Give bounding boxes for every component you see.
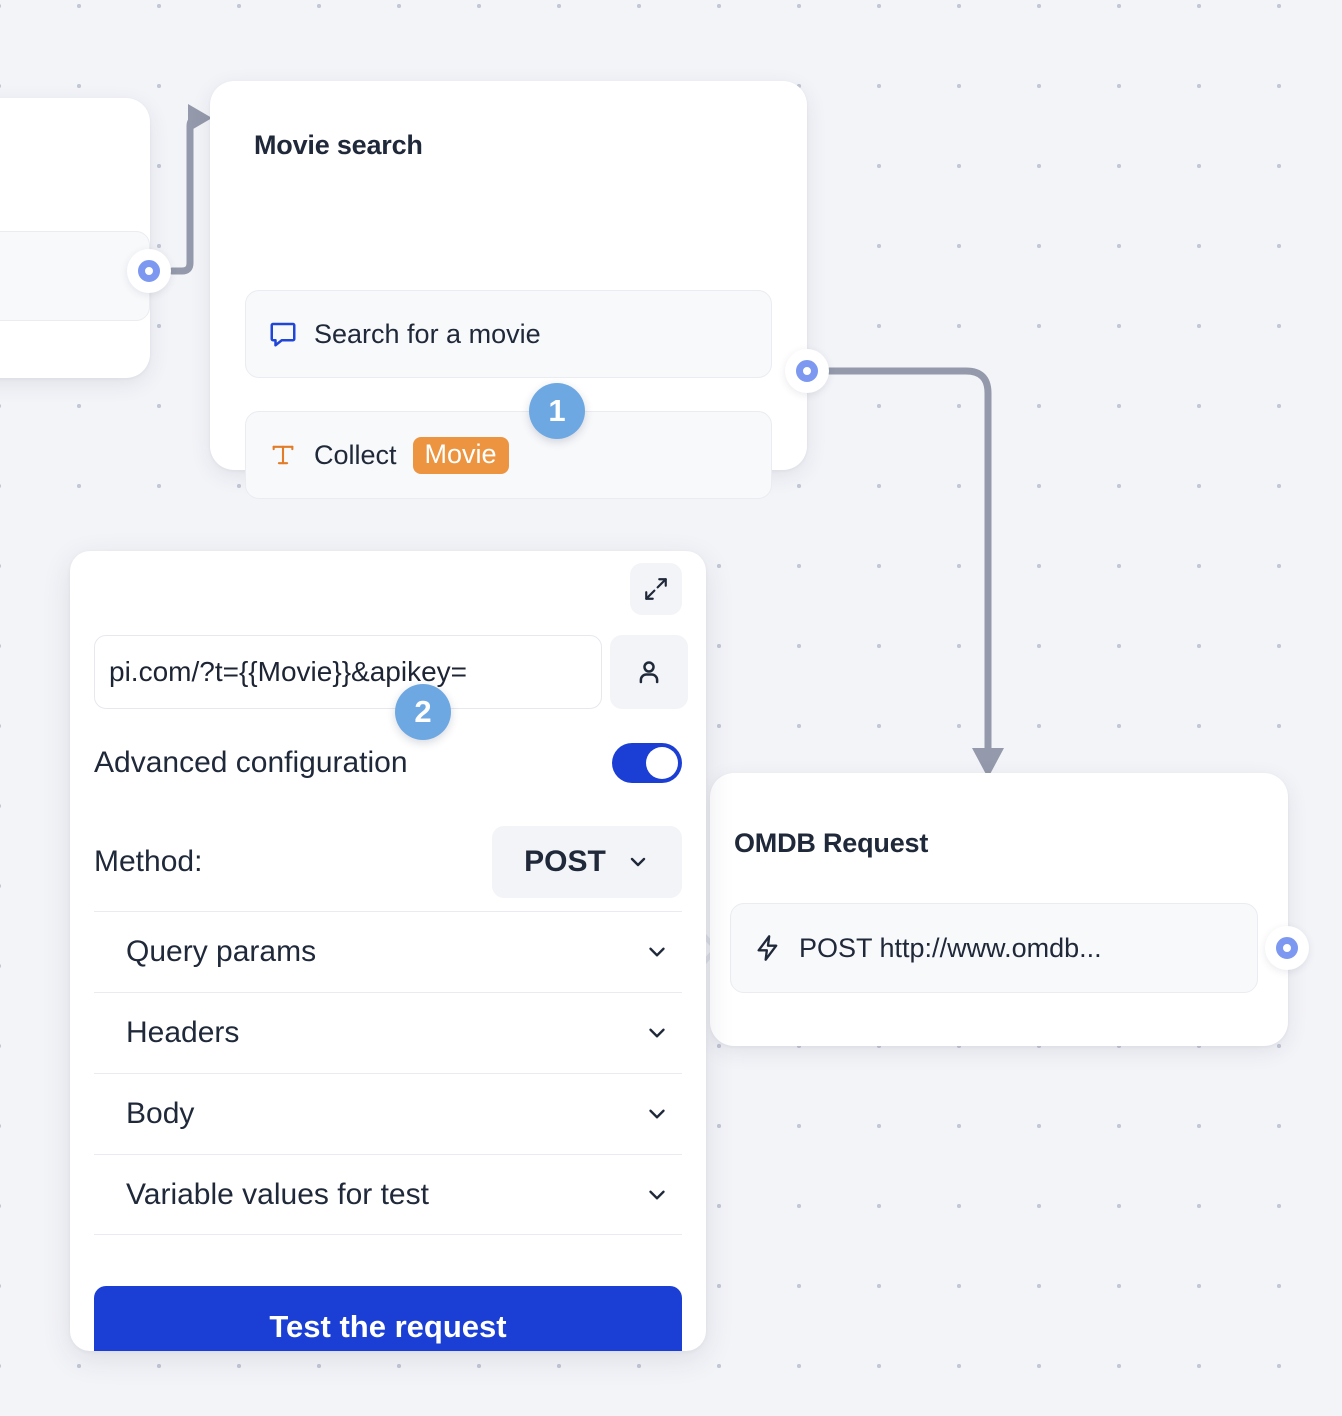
request-config-panel[interactable]: Advanced configuration Method: POST Quer… (70, 551, 706, 1351)
accordion-list: Query params Headers Body Variable value… (94, 911, 682, 1235)
lightning-bolt-icon (753, 934, 783, 962)
advanced-configuration-row: Advanced configuration (94, 743, 682, 783)
url-input[interactable] (94, 635, 602, 709)
accordion-label: Headers (126, 1016, 240, 1049)
node-title: Movie search (254, 130, 423, 160)
node-row-post-request[interactable]: POST http://www.omdb... (730, 903, 1258, 993)
chevron-down-icon (644, 1020, 682, 1046)
node-row-placeholder[interactable] (0, 231, 150, 321)
node-row-label: POST http://www.omdb... (799, 932, 1102, 963)
chevron-down-icon (644, 1101, 682, 1127)
method-value: POST (524, 845, 606, 878)
accordion-label: Body (126, 1097, 195, 1130)
method-label: Method: (94, 845, 203, 878)
advanced-configuration-label: Advanced configuration (94, 746, 408, 779)
message-bubble-icon (268, 319, 298, 349)
step-badge-1: 1 (529, 383, 585, 439)
test-the-request-button[interactable]: Test the request (94, 1286, 682, 1351)
connector-port-omdb-output[interactable] (1265, 926, 1309, 970)
accordion-headers[interactable]: Headers (94, 992, 682, 1073)
variable-chip-movie[interactable]: Movie (412, 436, 509, 474)
person-icon (639, 661, 659, 684)
advanced-configuration-toggle[interactable] (612, 743, 682, 783)
node-row-label: Search for a movie (314, 318, 541, 349)
person-icon-button[interactable] (610, 635, 688, 709)
node-row-label: Collect (314, 439, 397, 470)
chevron-down-icon (630, 857, 646, 867)
toggle-knob (646, 747, 678, 779)
chevron-down-icon (644, 1182, 682, 1208)
node-card-omdb-request[interactable]: OMDB Request POST http://www.omdb... (710, 773, 1288, 1046)
chevron-down-icon (644, 939, 682, 965)
accordion-variable-values-for-test[interactable]: Variable values for test (94, 1154, 682, 1235)
node-row-collect-movie[interactable]: Collect Movie (245, 411, 772, 499)
accordion-label: Query params (126, 935, 317, 968)
node-card-partial-left[interactable] (0, 98, 150, 378)
node-card-movie-search[interactable]: Movie search Search for a movie Collect (210, 81, 807, 499)
expand-panel-button[interactable] (630, 563, 682, 615)
connector-port-movie-search-output[interactable] (785, 349, 829, 393)
node-title: OMDB Request (734, 828, 929, 858)
connector-port-left-card-output[interactable] (127, 249, 171, 293)
method-select[interactable]: POST (492, 826, 682, 898)
node-row-search-for-a-movie[interactable]: Search for a movie (245, 290, 772, 378)
text-t-icon (268, 441, 298, 469)
accordion-body[interactable]: Body (94, 1073, 682, 1154)
accordion-query-params[interactable]: Query params (94, 911, 682, 992)
method-row: Method: POST (94, 826, 682, 898)
step-badge-2: 2 (395, 684, 451, 740)
url-field-group[interactable] (94, 635, 688, 709)
accordion-label: Variable values for test (126, 1177, 429, 1211)
